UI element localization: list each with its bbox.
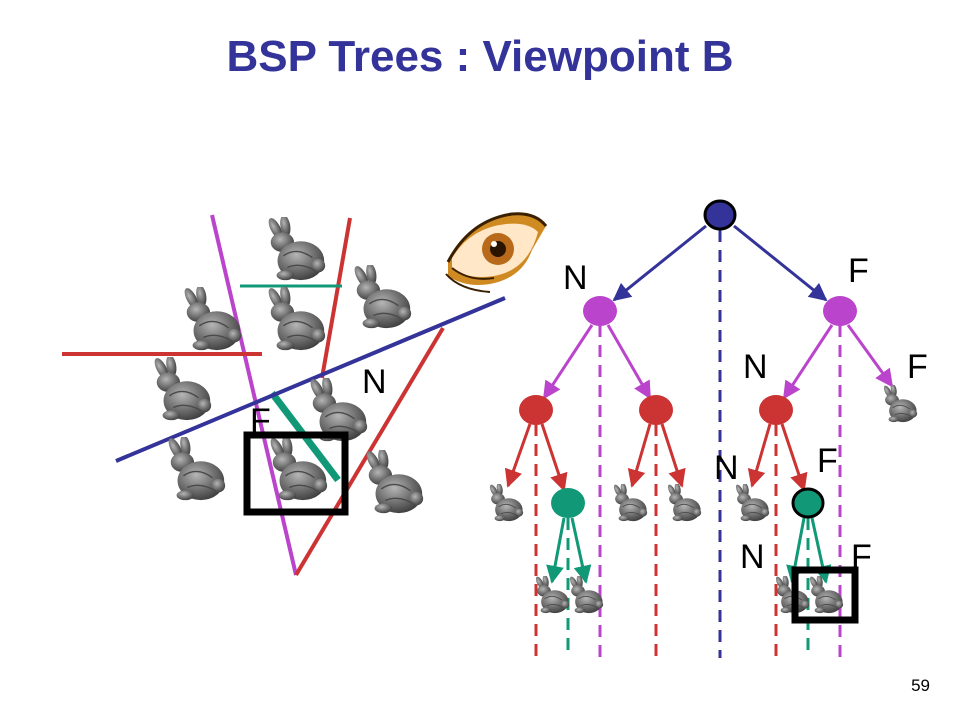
bunny-icon: [165, 437, 226, 501]
node-red-1: [519, 395, 553, 425]
node-green-1: [551, 488, 585, 518]
bunny-icon: [363, 450, 424, 514]
node-green-2: [791, 487, 825, 519]
node-red-3: [759, 395, 793, 425]
edge-magenta2-left: [782, 324, 834, 400]
edge-magenta2-right: [846, 324, 894, 388]
node-red-2: [639, 395, 673, 425]
slide-title: BSP Trees : Viewpoint B: [226, 32, 734, 81]
selection-box: [791, 566, 859, 624]
tree-dashed-lines: [534, 230, 842, 658]
edge-red2-right: [660, 423, 686, 488]
edge-red1-right: [540, 423, 568, 492]
bunny-icon: [307, 378, 368, 442]
edge-red1-left: [504, 423, 532, 488]
tree-label-root-far: F: [848, 252, 869, 290]
eye-icon: [445, 212, 548, 293]
edge-red2-left: [627, 423, 652, 488]
bunny-icon: [151, 357, 212, 421]
tree-nodes: [519, 199, 857, 519]
bunny-icon: [265, 287, 326, 351]
red-split-line-upper: [320, 217, 352, 379]
tree-label-far-child-near: N: [743, 348, 768, 386]
selection-box: [243, 431, 349, 516]
bunny-icon: [611, 484, 648, 522]
bunny-icon: [665, 484, 702, 522]
tree-label-far-child-far: F: [907, 348, 928, 386]
bunny-icon: [733, 484, 770, 522]
page-number: 59: [911, 676, 930, 695]
bunny-icon: [351, 265, 412, 329]
edge-green1-left: [546, 517, 566, 584]
tree-label-center-near: N: [714, 449, 739, 487]
edge-green1-right: [570, 517, 592, 584]
tree-label-green-far: F: [851, 538, 872, 576]
tree-edges: [504, 224, 894, 584]
blue-split-line: [115, 296, 506, 463]
tree-label-root-near: N: [563, 259, 588, 297]
scene-label-near: N: [362, 363, 387, 401]
node-magenta-right: [823, 296, 857, 326]
edge-root-left: [612, 224, 707, 302]
node-root: [703, 199, 737, 231]
bunny-icon: [487, 484, 524, 522]
node-magenta-left: [583, 296, 617, 326]
tree-labels: N F N F N F N F: [563, 252, 928, 576]
tree-label-red-far: F: [817, 442, 838, 480]
edge-red3-right: [780, 423, 808, 492]
edge-red3-left: [747, 423, 772, 488]
bunny-icon: [881, 385, 918, 423]
bunny-icon: [265, 217, 326, 281]
edge-magenta-left: [542, 324, 594, 400]
edge-root-right: [733, 224, 828, 302]
scene-label-far: F: [250, 402, 271, 440]
tree-label-green-near: N: [740, 538, 765, 576]
edge-magenta-right: [606, 324, 652, 400]
